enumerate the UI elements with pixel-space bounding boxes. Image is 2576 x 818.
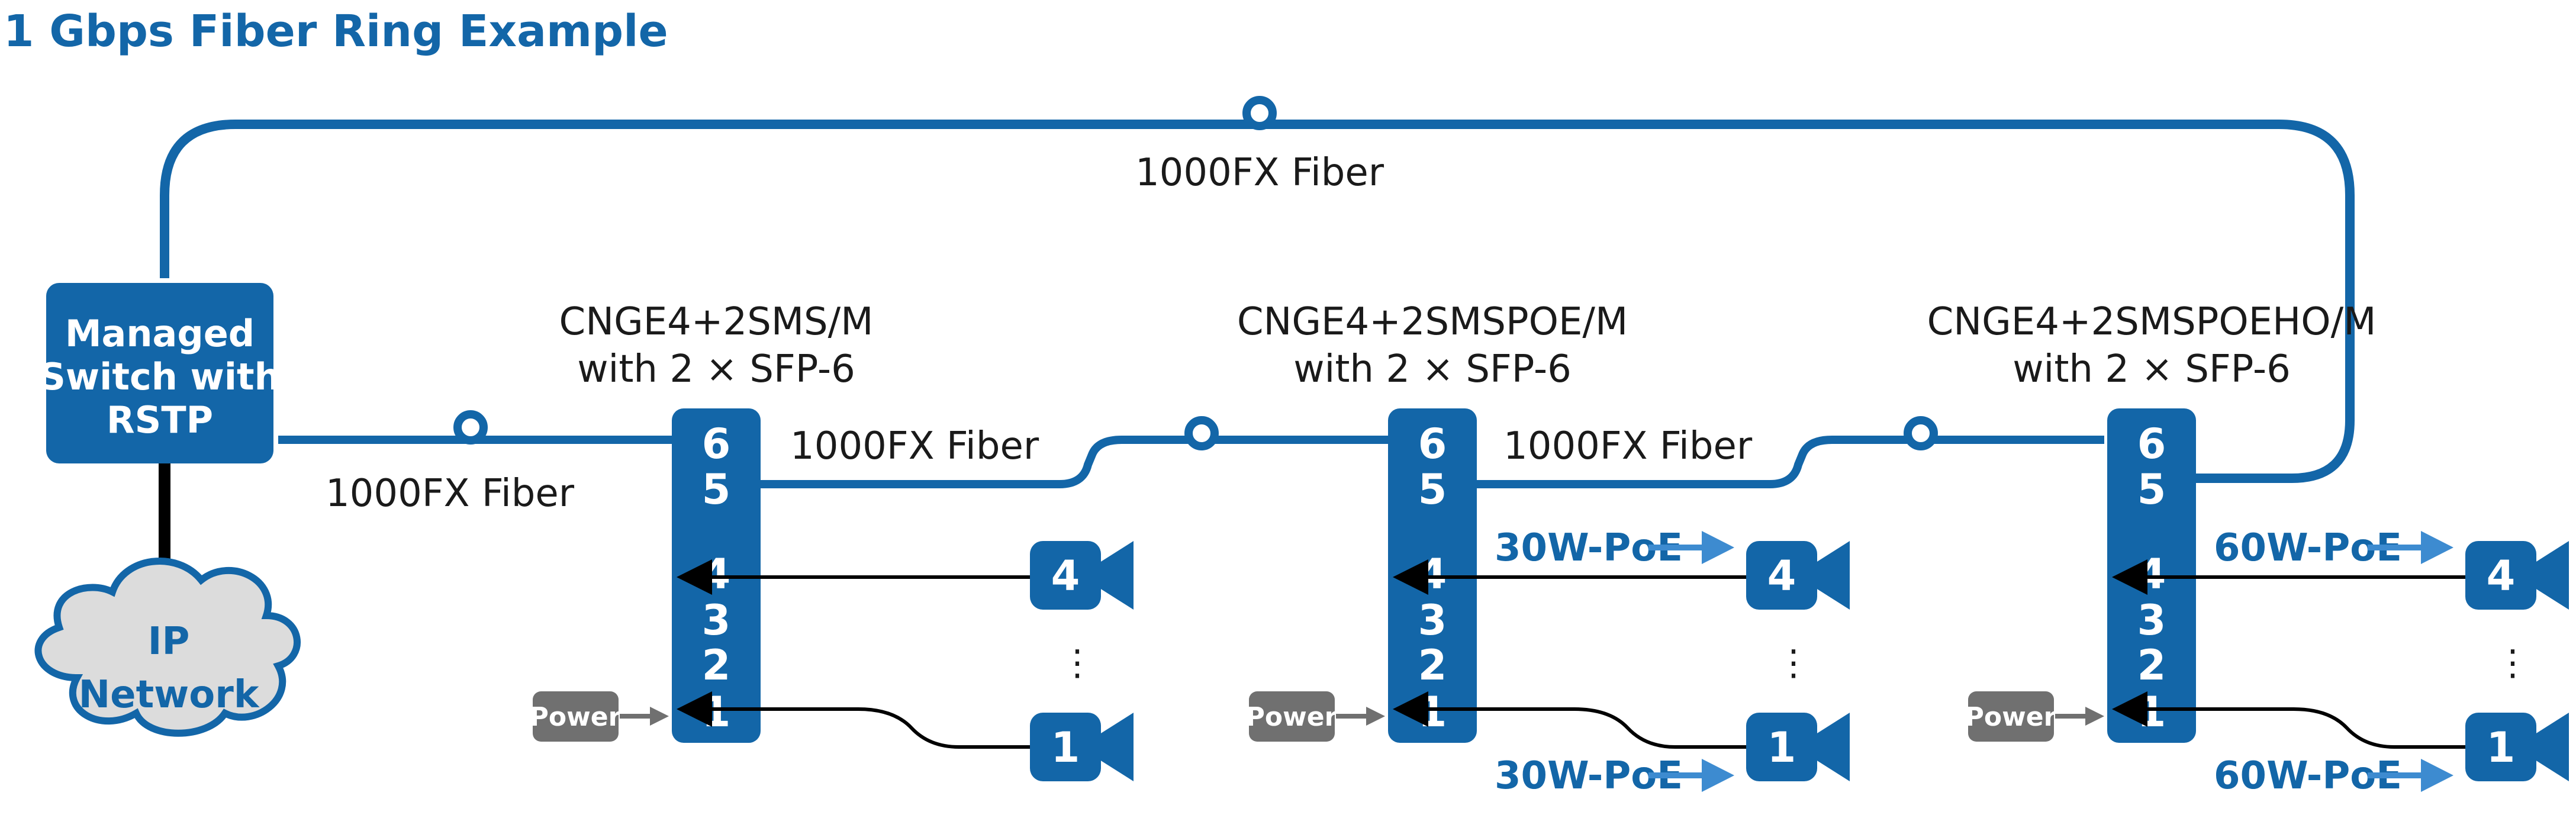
camera-body: [2465, 541, 2536, 610]
camera-4: 4: [1746, 541, 1850, 610]
camera-4: 4: [1030, 541, 1134, 610]
poe-arrow-head: [1702, 759, 1734, 792]
fiber-connector-switch: [453, 410, 488, 445]
camera-lens: [2533, 541, 2569, 610]
ring-fiber-line: [160, 120, 2355, 483]
camera-lens: [1098, 713, 1134, 781]
unit-port-6: 6: [1418, 420, 1447, 468]
camera-ellipsis: ⋮: [2495, 642, 2530, 684]
unit-port-3: 3: [1418, 596, 1447, 645]
fiber-label-1-2: 1000FX Fiber: [790, 424, 1039, 468]
power-box: [533, 691, 619, 742]
unit-port-2: 2: [1418, 641, 1447, 690]
power-label: Power: [1965, 702, 2057, 732]
fiber-connector-2-3: [1904, 416, 1938, 450]
camera-number: 4: [1767, 552, 1796, 600]
unit-port-4: 4: [1418, 550, 1447, 598]
camera-body: [1030, 713, 1101, 781]
fiber-label-switch: 1000FX Fiber: [326, 472, 575, 516]
arrow-camera1-to-unit: [1393, 691, 1746, 749]
camera-lens: [1814, 713, 1850, 781]
power-label: Power: [530, 702, 622, 732]
camera-ellipsis: ⋮: [1060, 642, 1095, 684]
ip-network-label-1: IP: [148, 620, 190, 664]
camera-1: 1: [2465, 713, 2569, 781]
arrow-camera1-to-unit: [2112, 691, 2465, 749]
ip-network-label-2: Network: [79, 673, 260, 717]
unit-model-label: CNGE4+2SMS/M: [559, 300, 874, 344]
camera-number: 4: [1051, 552, 1080, 600]
unit-port-3: 3: [2137, 596, 2166, 645]
unit-sfp-label: with 2 × SFP-6: [1293, 347, 1572, 391]
poe-arrow-head: [1702, 531, 1734, 564]
poe-arrow-head: [2421, 531, 2453, 564]
camera-ellipsis: ⋮: [1776, 642, 1811, 684]
power-arrow-head: [650, 707, 669, 726]
unit-port-6: 6: [702, 420, 731, 468]
arrow-camera1-to-unit: [677, 691, 1030, 749]
unit-port-1: 1: [702, 688, 731, 736]
unit-port-1: 1: [1418, 688, 1447, 736]
camera-body: [1030, 541, 1101, 610]
unit-model-label: CNGE4+2SMSPOEHO/M: [1927, 300, 2377, 344]
unit-model-label: CNGE4+2SMSPOE/M: [1237, 300, 1628, 344]
unit-port-5: 5: [1418, 465, 1447, 514]
unit-port-4: 4: [2137, 550, 2166, 598]
unit-sfp-label: with 2 × SFP-6: [577, 347, 855, 391]
camera-number: 1: [1051, 723, 1080, 772]
camera-body: [2465, 713, 2536, 781]
camera-body: [1746, 541, 1817, 610]
fiber-line-2-3: [1474, 436, 2104, 488]
power-arrow-head: [1366, 707, 1385, 726]
camera-number: 1: [2487, 723, 2516, 772]
unit-port-4: 4: [702, 550, 731, 598]
ip-network-cloud: [34, 558, 301, 737]
switch-label-1: Managed: [65, 312, 255, 355]
unit-port-2: 2: [2137, 641, 2166, 690]
managed-switch-box: [46, 283, 273, 463]
unit-port-5: 5: [702, 465, 731, 514]
unit-port-3: 3: [702, 596, 731, 645]
unit-port-2: 2: [702, 641, 731, 690]
camera-number: 1: [1767, 723, 1796, 772]
unit-sfp-label: with 2 × SFP-6: [2012, 347, 2291, 391]
fiber-label-2-3: 1000FX Fiber: [1503, 424, 1753, 468]
camera-number: 4: [2487, 552, 2516, 600]
switch-label-3: RSTP: [107, 398, 213, 442]
power-box: [1968, 691, 2054, 742]
power-arrow-head: [2085, 707, 2104, 726]
camera-1: 1: [1746, 713, 1850, 781]
camera-body: [1746, 713, 1817, 781]
fiber-connector-1-2: [1184, 416, 1219, 450]
fiber-label-ring: 1000FX Fiber: [1135, 151, 1384, 195]
camera-lens: [2533, 713, 2569, 781]
switch-label-2: Switch with: [39, 355, 281, 398]
power-label: Power: [1246, 702, 1338, 732]
poe-arrow-head: [2421, 759, 2453, 792]
fiber-connector-top: [1242, 96, 1277, 130]
camera-4: 4: [2465, 541, 2569, 610]
power-box: [1249, 691, 1335, 742]
diagram-title: 1 Gbps Fiber Ring Example: [4, 6, 668, 57]
camera-lens: [1098, 541, 1134, 610]
camera-1: 1: [1030, 713, 1134, 781]
unit-port-1: 1: [2137, 688, 2166, 736]
unit-port-6: 6: [2137, 420, 2166, 468]
camera-lens: [1814, 541, 1850, 610]
unit-port-5: 5: [2137, 465, 2166, 514]
fiber-line-1-2: [761, 436, 1388, 488]
